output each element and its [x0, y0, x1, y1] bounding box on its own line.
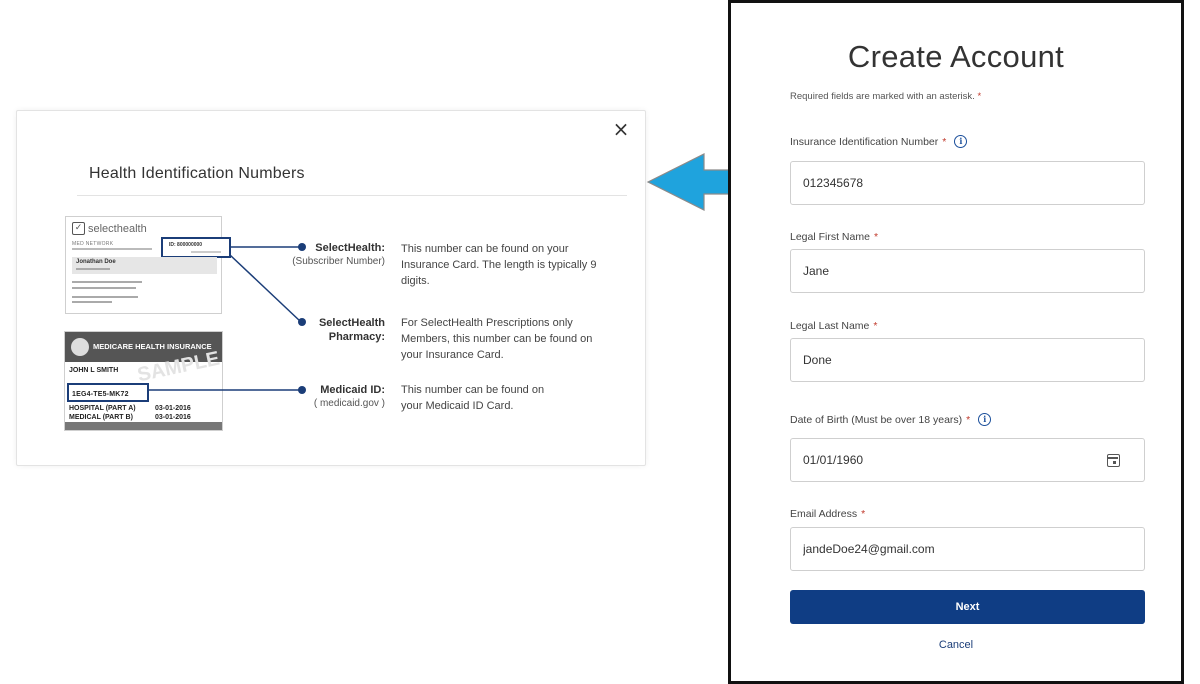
last-name-label: Legal Last Name *	[790, 320, 877, 332]
card1-line	[76, 268, 110, 270]
entry-description: This number can be found on your Medicai…	[401, 384, 545, 412]
card1-line	[72, 296, 138, 298]
field-label-text: Date of Birth (Must be over 18 years)	[790, 413, 963, 426]
required-note: Required fields are marked with an aster…	[790, 91, 981, 102]
card2-row-label: HOSPITAL (PART A)	[69, 405, 136, 412]
entry-title: SelectHealth	[318, 317, 385, 329]
dob-label: Date of Birth (Must be over 18 years) * …	[790, 413, 992, 426]
card1-line	[72, 301, 112, 303]
create-account-panel: Create Account Required fields are marke…	[728, 0, 1184, 684]
card2-footer	[65, 422, 222, 430]
card2-title: MEDICARE HEALTH INSURANCE	[93, 342, 212, 351]
page-title: Create Account	[847, 39, 1065, 74]
card2-row-label: MEDICAL (PART B)	[69, 414, 133, 421]
card1-line	[72, 248, 152, 250]
entry-title: Medicaid ID:	[320, 384, 385, 396]
card1-line	[72, 281, 142, 283]
health-id-popup: × Health Identification Numbers ✓ select…	[16, 110, 646, 466]
card1-name-bar: Jonathan Doe	[72, 257, 217, 274]
card2-id-highlight: 1EG4-TE5-MK72	[67, 383, 149, 402]
popup-title: Health Identification Numbers	[89, 165, 305, 182]
close-icon[interactable]: ×	[612, 117, 630, 141]
card1-id-text: ID: 800000000	[169, 242, 203, 248]
entry-subtitle: (Subscriber Number)	[292, 256, 385, 267]
entry-label-medicaid: Medicaid ID: ( medicaid.gov )	[247, 383, 385, 411]
card1-logo-text: selecthealth	[88, 222, 147, 235]
email-label: Email Address *	[790, 508, 865, 520]
field-label-text: Insurance Identification Number	[790, 135, 939, 148]
cancel-link[interactable]: Cancel	[938, 639, 974, 651]
entry-title-line2: Pharmacy:	[328, 331, 385, 343]
asterisk: *	[861, 508, 866, 520]
asterisk: *	[966, 413, 971, 426]
asterisk: *	[873, 231, 879, 243]
entry-label-pharmacy: SelectHealth Pharmacy:	[247, 316, 385, 344]
card1-id-highlight: ID: 800000000	[161, 237, 231, 258]
info-icon[interactable]: i	[978, 413, 992, 426]
first-name-label: Legal First Name *	[790, 231, 878, 243]
card2-row-date: 03-01-2016	[155, 405, 191, 412]
selecthealth-logo: ✓ selecthealth	[72, 222, 147, 235]
field-label-text: Legal First Name	[790, 231, 870, 243]
seal-icon	[71, 338, 89, 356]
entry-subtitle: ( medicaid.gov )	[313, 398, 385, 409]
last-name-input[interactable]	[790, 338, 1145, 382]
field-label-text: Legal Last Name	[790, 320, 870, 332]
calendar-icon[interactable]	[1107, 454, 1120, 467]
medicare-card-image: MEDICARE HEALTH INSURANCE SAMPLE JOHN L …	[64, 331, 223, 431]
insurance-id-label: Insurance Identification Number * i	[790, 135, 968, 148]
email-input[interactable]	[790, 527, 1145, 571]
card1-line	[72, 287, 136, 289]
card2-row-date: 03-01-2016	[155, 414, 191, 421]
card1-network: MED NETWORK	[72, 241, 114, 247]
insurance-id-input[interactable]	[790, 161, 1145, 205]
card2-name: JOHN L SMITH	[69, 367, 119, 374]
asterisk: *	[873, 320, 878, 332]
card2-id-text: 1EG4-TE5-MK72	[72, 391, 129, 398]
card2-header: MEDICARE HEALTH INSURANCE	[65, 332, 222, 362]
popup-divider	[77, 195, 627, 196]
selecthealth-card-image: ✓ selecthealth MED NETWORK ID: 800000000…	[65, 216, 231, 314]
first-name-input[interactable]	[790, 249, 1145, 293]
dob-input[interactable]	[790, 438, 1145, 482]
next-button[interactable]: Next	[790, 590, 1145, 624]
entry-label-selecthealth: SelectHealth: (Subscriber Number)	[247, 241, 385, 269]
entry-title: SelectHealth:	[315, 242, 385, 254]
card1-line	[191, 251, 221, 253]
info-icon[interactable]: i	[954, 135, 968, 148]
field-label-text: Email Address	[790, 508, 858, 520]
check-icon: ✓	[72, 222, 85, 235]
entry-description: For SelectHealth Prescriptions only Memb…	[401, 317, 593, 361]
required-note-text: Required fields are marked with an aster…	[790, 91, 975, 102]
entry-description: This number can be found on your Insuran…	[401, 243, 597, 287]
card1-member-name: Jonathan Doe	[76, 259, 116, 265]
asterisk: *	[942, 135, 947, 148]
asterisk: *	[977, 91, 982, 102]
